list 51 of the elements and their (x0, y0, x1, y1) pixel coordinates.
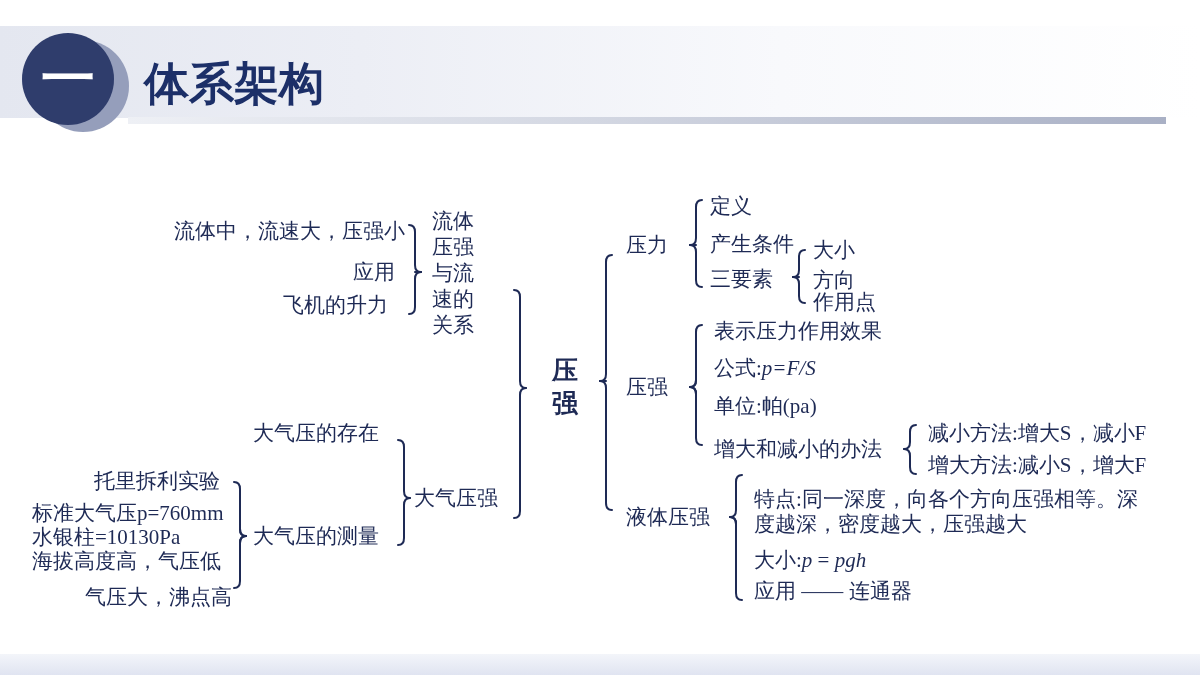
brace-line (903, 448, 917, 475)
brace-line (408, 271, 422, 315)
page-title: 体系架构 (144, 57, 324, 111)
brace-line (233, 535, 247, 589)
brace-line (689, 244, 703, 288)
subtopic: 应用 —— 连通器 (754, 580, 912, 602)
branch-topic: 压力 (626, 234, 668, 256)
brace-line (903, 424, 917, 450)
subtopic: 增大和减小的办法 (714, 438, 882, 460)
subtopic: 海拔高度高，气压低 (32, 550, 221, 572)
subtopic: 增大方法:减小S，增大F (928, 454, 1147, 476)
brace-line (397, 497, 411, 546)
brace-line (792, 249, 806, 278)
branch-topic: 流体压强与流速的关系 (432, 208, 474, 338)
subtopic: 减小方法:增大S，减小F (928, 422, 1147, 444)
branch-topic: 液体压强 (626, 506, 710, 528)
subtopic: 大气压的测量 (253, 525, 379, 547)
subtopic: 作用点 (813, 291, 876, 313)
brace-line (513, 289, 527, 389)
brace-line (729, 516, 743, 601)
brace-line (599, 380, 613, 511)
subtopic: 大小 (813, 239, 855, 261)
subtopic: 大气压的存在 (253, 422, 379, 444)
subtopic: 流体中，流速大，压强小 (174, 220, 405, 242)
brace-line (513, 387, 527, 519)
subtopic: 单位:帕(pa) (714, 395, 817, 417)
subtopic: 标准大气压p=760mm水银柱=10130Pa (32, 501, 225, 549)
subtopic: 应用 (353, 261, 395, 283)
subtopic: 特点:同一深度，向各个方向压强相等。深度越深，密度越大，压强越大 (754, 487, 1139, 537)
brace-line (239, 524, 247, 537)
subtopic: 大小:p = pgh (754, 549, 867, 571)
brace-line (729, 474, 743, 518)
brace-line (689, 367, 697, 388)
brace-line (408, 224, 422, 273)
subtopic: 公式:p=F/S (714, 357, 816, 379)
branch-topic: 大气压强 (414, 487, 498, 509)
subtopic: 表示压力作用效果 (714, 320, 882, 342)
subtopic: 定义 (710, 195, 752, 217)
central-topic: 压强 (552, 355, 578, 420)
brace-line (397, 439, 411, 499)
brace-line (689, 199, 703, 246)
subtopic: 方向 (813, 269, 855, 291)
brace-line (792, 276, 806, 304)
subtopic: 产生条件 (710, 233, 794, 255)
brace-line (599, 254, 613, 382)
subtopic: 三要素 (710, 268, 773, 290)
subtopic: 气压大，沸点高 (85, 586, 232, 608)
branch-topic: 压强 (626, 376, 668, 398)
brace-line (689, 386, 703, 446)
subtopic: 托里拆利实验 (94, 470, 220, 492)
subtopic: 飞机的升力 (283, 294, 388, 316)
